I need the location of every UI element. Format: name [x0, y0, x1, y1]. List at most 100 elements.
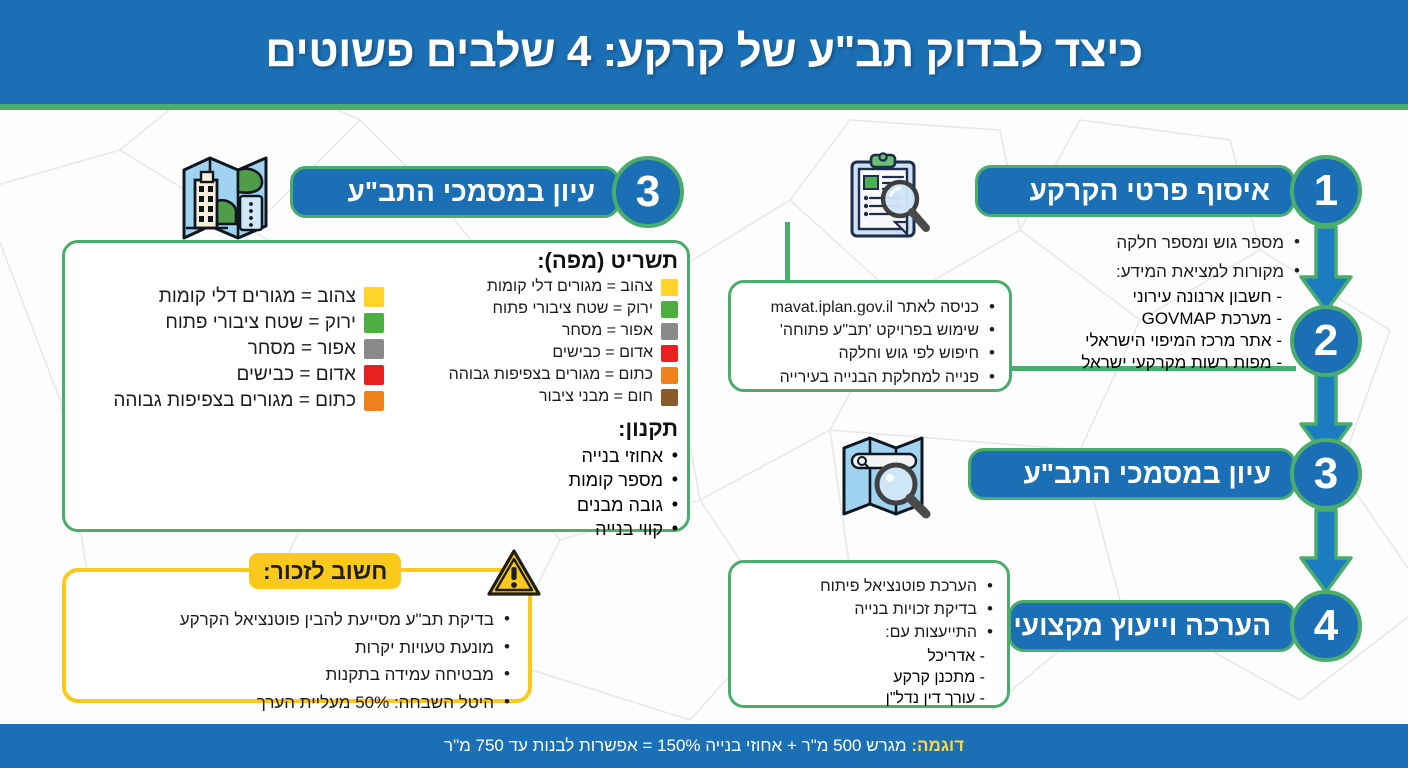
legend-label: אפור = מסחר	[247, 338, 356, 359]
legend-swatch-red	[661, 344, 678, 362]
step-3-bar-right[interactable]: עיון במסמכי התב"ע	[968, 448, 1296, 500]
footer-body: מגרש 500 מ"ר + אחוזי בנייה 150% = אפשרות…	[443, 736, 907, 755]
step-3-badge: 3	[1290, 438, 1362, 510]
sub-item: - עורך דין נדל"ן	[885, 689, 985, 707]
legend-label: ירוק = שטח ציבורי פתוח	[492, 300, 653, 317]
list-item: קווי בנייה	[406, 516, 678, 541]
step-1-bullet-list: מספר גוש ומספר חלקה מקורות למציאת המידע:	[1116, 231, 1300, 284]
step-3-badge-left: 3	[612, 156, 684, 228]
important-note-tab: חשוב לזכור:	[249, 553, 402, 589]
clipboard-magnifier-icon	[838, 152, 938, 249]
legend-item: אדום = כבישים	[400, 342, 678, 364]
step-1-bar[interactable]: איסוף פרטי הקרקע	[975, 165, 1295, 217]
legend-item: ירוק = שטח ציבורי פתוח	[72, 310, 384, 336]
list-item: חיפוש לפי גוש וחלקה	[771, 341, 995, 366]
legend-label: צהוב = מגורים דלי קומות	[158, 286, 356, 307]
list-item: מונעת טעויות יקרות	[180, 633, 510, 662]
list-item: היטל השבחה: 50% מעליית הערך	[180, 688, 511, 717]
legend-label: כתום = מגורים בצפיפות גבוהה	[113, 390, 356, 411]
legend-swatch-green	[661, 300, 678, 318]
legend-label: צהוב = מגורים דלי קומות	[486, 278, 653, 295]
arrow-step-3-to-4	[1299, 508, 1353, 594]
sub-item: - אדריכל	[927, 648, 985, 665]
step-1-title: איסוף פרטי הקרקע	[1029, 175, 1270, 206]
map-magnifier-icon	[838, 432, 948, 525]
step-4-info-box: הערכת פוטנציאל פיתוח בדיקת זכויות בנייה …	[728, 560, 1010, 708]
legend-swatch-orange	[364, 391, 384, 411]
list-item: הערכת פוטנציאל פיתוח	[820, 574, 993, 599]
list-item: בדיקת תב"ע מסייעת להבין פוטנציאל הקרקע	[180, 605, 511, 634]
header-banner: כיצד לבדוק תב"ע של קרקע: 4 שלבים פשוטים	[0, 0, 1408, 104]
step-3-number: 3	[1313, 449, 1339, 498]
arrow-step-1-to-2	[1299, 225, 1353, 313]
page-title: כיצד לבדוק תב"ע של קרקע: 4 שלבים פשוטים	[265, 27, 1143, 76]
legend-item: צהוב = מגורים דלי קומות	[400, 276, 678, 298]
legend-label: אפור = מסחר	[561, 322, 653, 339]
legend-item: צהוב = מגורים דלי קומות	[72, 284, 384, 310]
sub-item: - מפות רשות מקרקעי ישראל	[1081, 353, 1282, 373]
step-2-bullet-list: כניסה לאתר mavat.iplan.gov.il שימוש בפרו…	[771, 295, 996, 390]
legend-item: ירוק = שטח ציבורי פתוח	[400, 298, 678, 320]
footer-banner: דוגמה: מגרש 500 מ"ר + אחוזי בנייה 150% =…	[0, 724, 1408, 768]
map-legend-secondary-group: צהוב = מגורים דלי קומות ירוק = שטח ציבור…	[72, 284, 384, 414]
legend-swatch-orange	[661, 366, 678, 384]
step-1-number: 1	[1313, 166, 1339, 215]
footer-label: דוגמה:	[911, 736, 965, 755]
sub-item: - אתר מרכז המיפוי הישראלי	[1085, 331, 1282, 351]
legend-item: אדום = כבישים	[72, 362, 384, 388]
step-2-number: 2	[1313, 316, 1339, 365]
step-4-badge: 4	[1290, 590, 1362, 662]
sub-item: - חשבון ארנונה עירוני	[1132, 287, 1282, 306]
step-4-bar[interactable]: הערכה וייעוץ מקצועי	[1008, 600, 1296, 652]
warning-triangle-icon	[486, 548, 542, 603]
legend-item: כתום = מגורים בצפיפות גבוהה	[72, 388, 384, 414]
step-3-title-left: עיון במסמכי התב"ע	[347, 176, 595, 207]
legend-label: חום = מבני ציבור	[539, 388, 653, 405]
legend-swatch-red	[364, 365, 384, 385]
map-legend-group: תשריט (מפה): צהוב = מגורים דלי קומות ירו…	[400, 248, 678, 541]
list-item: כניסה לאתר mavat.iplan.gov.il	[771, 295, 996, 320]
step-4-sub-items: - אדריכל - מתכנן קרקע - עורך דין נדל"ן	[886, 647, 985, 709]
important-note-list: בדיקת תב"ע מסייעת להבין פוטנציאל הקרקע מ…	[180, 605, 511, 717]
list-item: מבטיחה עמידה בתקנות	[180, 660, 511, 689]
legend-swatch-brown	[661, 388, 678, 406]
legend-swatch-green	[364, 313, 384, 333]
step-3-title-right: עיון במסמכי התב"ע	[1023, 458, 1271, 489]
legend-item: אפור = מסחר	[72, 336, 384, 362]
regulations-heading: תקנון:	[618, 416, 678, 441]
legend-swatch-yellow	[364, 287, 384, 307]
connector-step2-vertical	[785, 222, 790, 282]
step-2-info-box: כניסה לאתר mavat.iplan.gov.il שימוש בפרו…	[728, 280, 1012, 392]
list-item: שימוש בפרויקט 'תב"ע פתוחה'	[771, 318, 996, 343]
legend-swatch-yellow	[661, 278, 678, 296]
map-legend-heading: תשריט (מפה):	[537, 248, 678, 273]
sub-item: - מערכת GOVMAP	[1141, 309, 1282, 329]
step-3-number-left: 3	[635, 167, 661, 216]
legend-item: כתום = מגורים בצפיפות גבוהה	[400, 364, 678, 386]
step-1-badge: 1	[1290, 155, 1362, 227]
legend-item: אפור = מסחר	[400, 320, 678, 342]
list-item: מספר קומות	[406, 467, 678, 492]
list-item: מספר גוש ומספר חלקה	[1116, 231, 1300, 255]
step-2-badge: 2	[1290, 305, 1362, 377]
important-note-label: חשוב לזכור:	[263, 557, 388, 584]
list-item: בדיקת זכויות בנייה	[820, 597, 993, 622]
list-item: מקורות למציאת המידע:	[1116, 260, 1300, 284]
map-buildings-icon	[178, 152, 282, 249]
step-1-sub-items: - חשבון ארנונה עירוני - מערכת GOVMAP - א…	[1081, 286, 1282, 374]
legend-label: אדום = כבישים	[552, 344, 653, 361]
regulations-list: אחוזי בנייה מספר קומות גובה מבנים קווי ב…	[400, 443, 679, 541]
list-item: התייעצות עם:	[820, 620, 993, 645]
list-item: גובה מבנים	[406, 492, 678, 517]
list-item: אחוזי בנייה	[406, 443, 679, 468]
legend-swatch-gray	[364, 339, 384, 359]
step-4-title: הערכה וייעוץ מקצועי	[1013, 610, 1271, 641]
step-4-bullet-list: הערכת פוטנציאל פיתוח בדיקת זכויות בנייה …	[820, 574, 993, 645]
step-3-bar-left[interactable]: עיון במסמכי התב"ע	[290, 166, 620, 218]
sub-item: - מתכנן קרקע	[893, 668, 985, 686]
legend-label: ירוק = שטח ציבורי פתוח	[165, 312, 356, 333]
list-item: פנייה למחלקת הבנייה בעירייה	[771, 365, 996, 390]
legend-label: כתום = מגורים בצפיפות גבוהה	[448, 366, 653, 383]
legend-swatch-gray	[661, 322, 678, 340]
